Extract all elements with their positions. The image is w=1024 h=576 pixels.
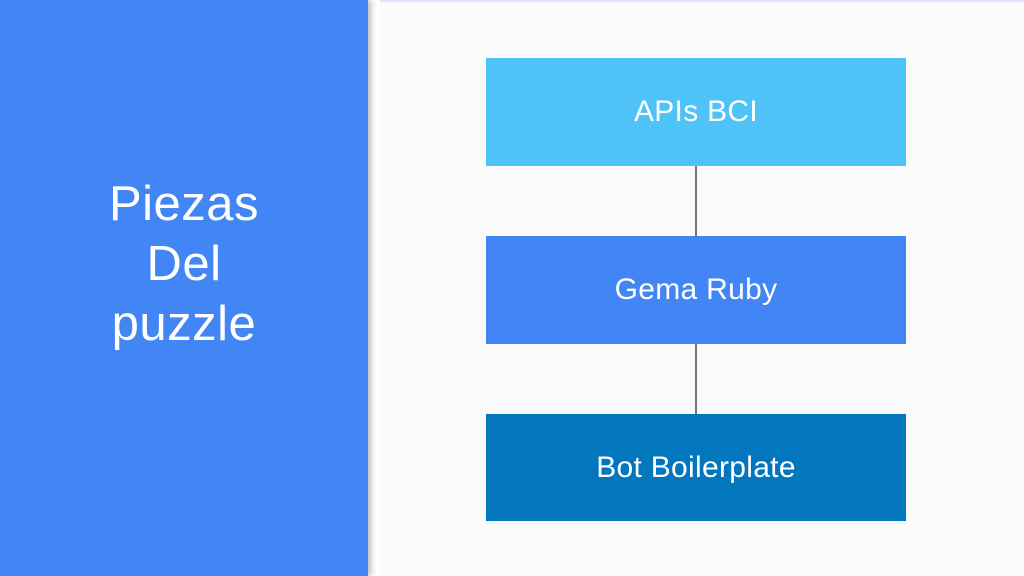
diagram-node-gema-ruby: Gema Ruby	[486, 236, 906, 344]
sidebar: Piezas Del puzzle	[0, 0, 368, 576]
diagram-node-label: Bot Boilerplate	[596, 450, 796, 484]
connector-line-bottom	[695, 344, 697, 414]
connector-line-top	[695, 166, 697, 236]
slide-title-line-1: Piezas	[108, 177, 260, 231]
diagram-node-bot-boilerplate: Bot Boilerplate	[486, 414, 906, 521]
slide-title: Piezas Del puzzle	[109, 174, 259, 354]
slide-title-line-2: Del	[146, 237, 222, 291]
slide-title-line-3: puzzle	[111, 297, 257, 351]
diagram-node-label: APIs BCI	[633, 95, 759, 128]
diagram-node-apis-bci: APIs BCI	[486, 58, 906, 166]
diagram-panel: APIs BCI Gema Ruby Bot Boilerplate	[380, 0, 1024, 576]
diagram-node-label: Gema Ruby	[614, 273, 778, 306]
